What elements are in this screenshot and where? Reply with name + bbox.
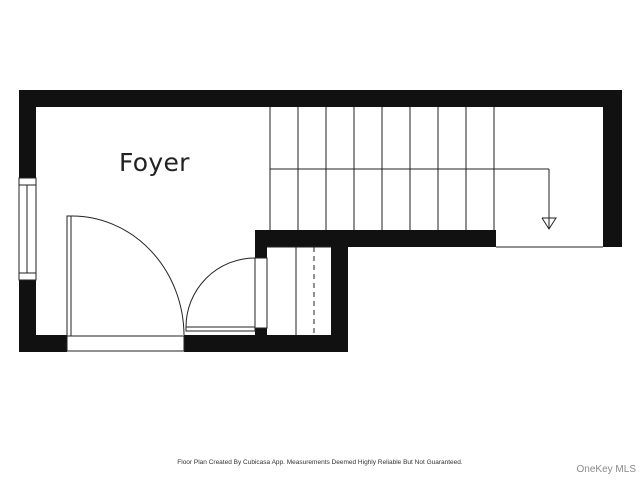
- wall-bottom-left: [19, 335, 67, 352]
- staircase: [269, 107, 557, 230]
- stair-arrow-icon: [541, 217, 557, 230]
- entry-door: [66, 215, 185, 352]
- wall-closet-right: [331, 230, 348, 352]
- window-left: [18, 177, 37, 281]
- wall-stair-bottom: [255, 230, 496, 247]
- room-label-foyer: Foyer: [119, 148, 190, 177]
- closet: [267, 246, 331, 335]
- wall-right-stub: [603, 230, 622, 247]
- walls: [19, 90, 622, 352]
- watermark: OneKey MLS: [576, 464, 636, 475]
- wall-bottom-mid: [184, 335, 348, 352]
- footer-disclaimer: Floor Plan Created By Cubicasa App. Meas…: [177, 459, 463, 466]
- closet-door: [185, 257, 268, 332]
- wall-top: [19, 90, 622, 107]
- wall-right: [603, 90, 622, 247]
